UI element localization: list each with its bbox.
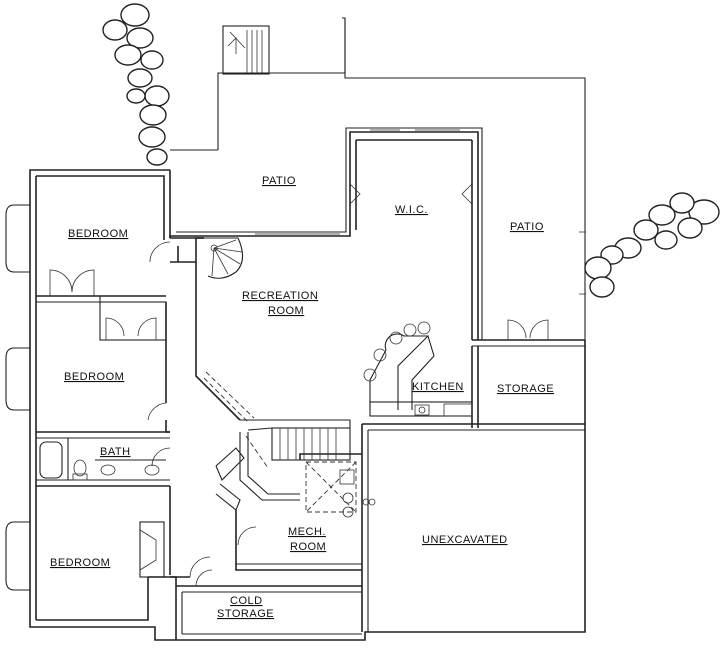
label-recreation-line2: ROOM bbox=[268, 305, 304, 317]
label-bedroom-1: BEDROOM bbox=[68, 228, 128, 240]
label-storage: STORAGE bbox=[497, 383, 554, 395]
label-patio-top: PATIO bbox=[262, 175, 296, 187]
wic-walls bbox=[169, 127, 483, 340]
label-bedroom-2: BEDROOM bbox=[64, 371, 124, 383]
label-patio-right: PATIO bbox=[510, 221, 544, 233]
spiral-stair bbox=[204, 237, 244, 279]
closet-mid bbox=[99, 301, 167, 341]
label-mech-line2: ROOM bbox=[290, 541, 326, 553]
exterior-stair bbox=[222, 25, 270, 75]
kitchen-counter bbox=[363, 321, 473, 417]
label-recreation-line1: RECREATION bbox=[242, 290, 318, 302]
landscape-rocks-right bbox=[584, 192, 720, 298]
exterior-walls bbox=[29, 169, 586, 641]
bedroom-1-walls bbox=[36, 269, 166, 303]
bedroom-2-walls bbox=[36, 302, 170, 439]
bath-fixtures bbox=[36, 438, 171, 487]
rec-room-walls bbox=[195, 262, 585, 632]
hallway-walls bbox=[149, 237, 204, 433]
label-cold-line1: COLD bbox=[230, 595, 263, 607]
bedroom-3-walls bbox=[139, 486, 211, 578]
label-mech-line1: MECH. bbox=[288, 526, 326, 538]
patio-outline bbox=[170, 17, 586, 340]
main-stair bbox=[215, 419, 351, 511]
landscape-rocks-left bbox=[102, 3, 170, 166]
label-wic: W.I.C. bbox=[395, 204, 428, 216]
cold-storage bbox=[170, 569, 362, 640]
label-kitchen: KITCHEN bbox=[412, 381, 464, 393]
label-bedroom-3: BEDROOM bbox=[50, 557, 110, 569]
label-unexcavated: UNEXCAVATED bbox=[422, 534, 508, 546]
window-bays-left bbox=[5, 204, 30, 591]
mech-room bbox=[235, 453, 376, 571]
storage-walls bbox=[471, 319, 585, 428]
label-cold-line2: STORAGE bbox=[217, 608, 274, 620]
label-bath: BATH bbox=[100, 446, 131, 458]
